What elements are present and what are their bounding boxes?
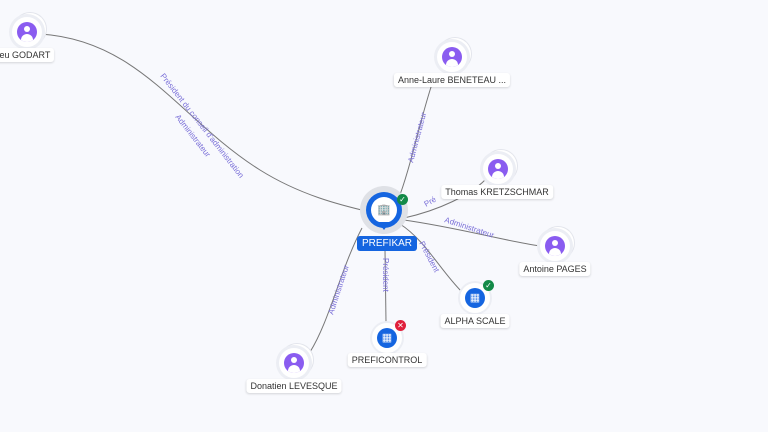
person-label[interactable]: Thomas KRETZSCHMAR — [441, 185, 553, 199]
person-label[interactable]: Anne-Laure BENETEAU ... — [393, 73, 511, 87]
person-icon — [17, 22, 37, 42]
person-label[interactable]: thieu GODART — [0, 48, 55, 62]
check-icon: ✓ — [483, 280, 494, 291]
person-node[interactable] — [540, 231, 570, 261]
person-node[interactable] — [279, 348, 309, 378]
person-icon — [442, 47, 462, 67]
check-icon: ✓ — [397, 194, 408, 205]
company-node[interactable]: ▦✕ — [372, 320, 406, 353]
person-icon — [284, 353, 304, 373]
edge-godart — [39, 33, 371, 213]
company-node[interactable]: ▦✓ — [460, 280, 494, 313]
edge-label: Pré — [423, 194, 439, 208]
close-icon: ✕ — [395, 320, 406, 331]
person-node[interactable] — [437, 42, 467, 72]
edge-alpha — [399, 223, 463, 293]
edge-label: Président — [417, 240, 441, 275]
person-node[interactable] — [12, 17, 42, 47]
edge-pages — [403, 219, 541, 247]
edge-label: Administrateur — [326, 263, 351, 315]
person-node[interactable] — [483, 154, 513, 184]
edge-beneteau — [397, 83, 433, 201]
person-icon — [488, 159, 508, 179]
edge-label: Président — [381, 258, 390, 293]
edge-kretzschmar — [403, 179, 486, 219]
edge-label: Administrateur — [443, 215, 495, 240]
building-icon: 🏢 — [371, 197, 397, 223]
edge-label: Président du conseil d'administration — [158, 72, 245, 180]
center-company-marker[interactable]: 🏢✓ — [366, 192, 408, 230]
edge-preficontrol — [384, 249, 387, 323]
building-icon: ▦ — [465, 288, 485, 308]
company-label[interactable]: ALPHA SCALE — [440, 314, 510, 328]
person-icon — [545, 236, 565, 256]
company-label[interactable]: PREFICONTROL — [347, 353, 427, 367]
center-company-label[interactable]: PREFIKAR — [357, 236, 418, 251]
person-label[interactable]: Antoine PAGES — [519, 262, 591, 276]
person-label[interactable]: Donatien LEVESQUE — [246, 379, 342, 393]
edge-levesque — [309, 227, 363, 353]
edge-label: Administrateur — [406, 111, 428, 163]
building-icon: ▦ — [377, 328, 397, 348]
